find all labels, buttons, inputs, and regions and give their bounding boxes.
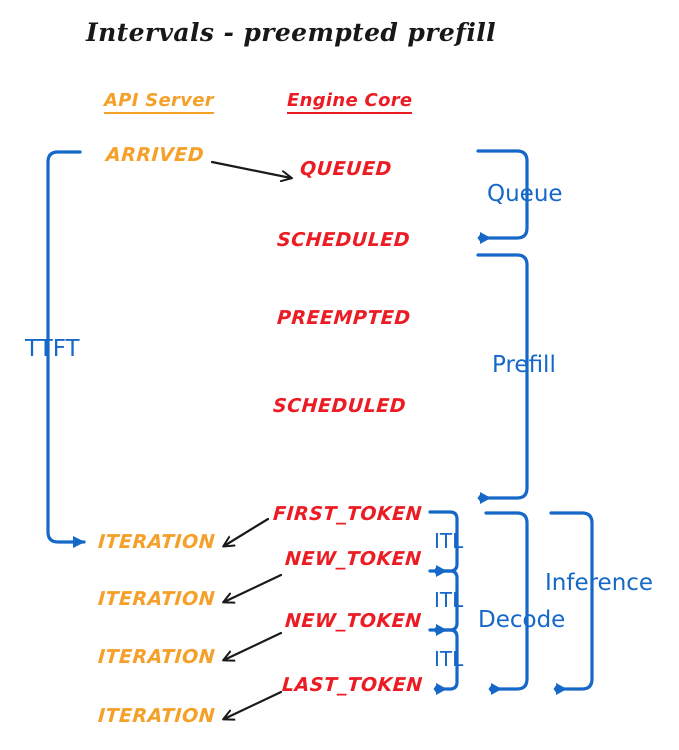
- interval-label-itl-1: ITL: [434, 529, 464, 553]
- state-new-token-1: NEW_TOKEN: [284, 548, 423, 570]
- state-last-token: LAST_TOKEN: [281, 674, 424, 696]
- arrow-new-token-1-to-iteration: [224, 573, 283, 602]
- interval-label-itl-2: ITL: [434, 588, 464, 612]
- column-header-engine-core: Engine Core: [287, 92, 413, 114]
- state-arrived: ARRIVED: [105, 144, 205, 166]
- bracket-inference: [549, 511, 594, 695]
- state-iteration-3: ITERATION: [97, 646, 216, 668]
- arrow-new-token-2-to-iteration: [224, 631, 283, 660]
- state-queued: QUEUED: [299, 158, 393, 180]
- column-header-api-server: API Server: [104, 92, 214, 114]
- state-iteration-4: ITERATION: [97, 705, 216, 727]
- interval-label-itl-3: ITL: [434, 647, 464, 671]
- interval-label-inference: Inference: [545, 570, 654, 596]
- page-title: Intervals - preempted prefill: [86, 18, 497, 47]
- arrow-last-token-to-iteration: [224, 690, 283, 719]
- interval-label-queue: Queue: [487, 181, 563, 207]
- state-first-token: FIRST_TOKEN: [272, 503, 423, 525]
- interval-label-decode: Decode: [478, 607, 566, 633]
- interval-label-ttft: TTFT: [25, 336, 80, 362]
- state-scheduled-2: SCHEDULED: [272, 395, 407, 417]
- state-scheduled-1: SCHEDULED: [276, 229, 411, 251]
- arrow-first-token-to-iteration: [224, 517, 270, 546]
- interval-label-prefill: Prefill: [492, 352, 556, 378]
- state-preempted: PREEMPTED: [276, 307, 412, 329]
- state-iteration-2: ITERATION: [97, 588, 216, 610]
- bracket-decode: [484, 511, 529, 695]
- arrow-arrived-to-queued: [210, 160, 291, 178]
- state-new-token-2: NEW_TOKEN: [284, 610, 423, 632]
- state-iteration-1: ITERATION: [97, 531, 216, 553]
